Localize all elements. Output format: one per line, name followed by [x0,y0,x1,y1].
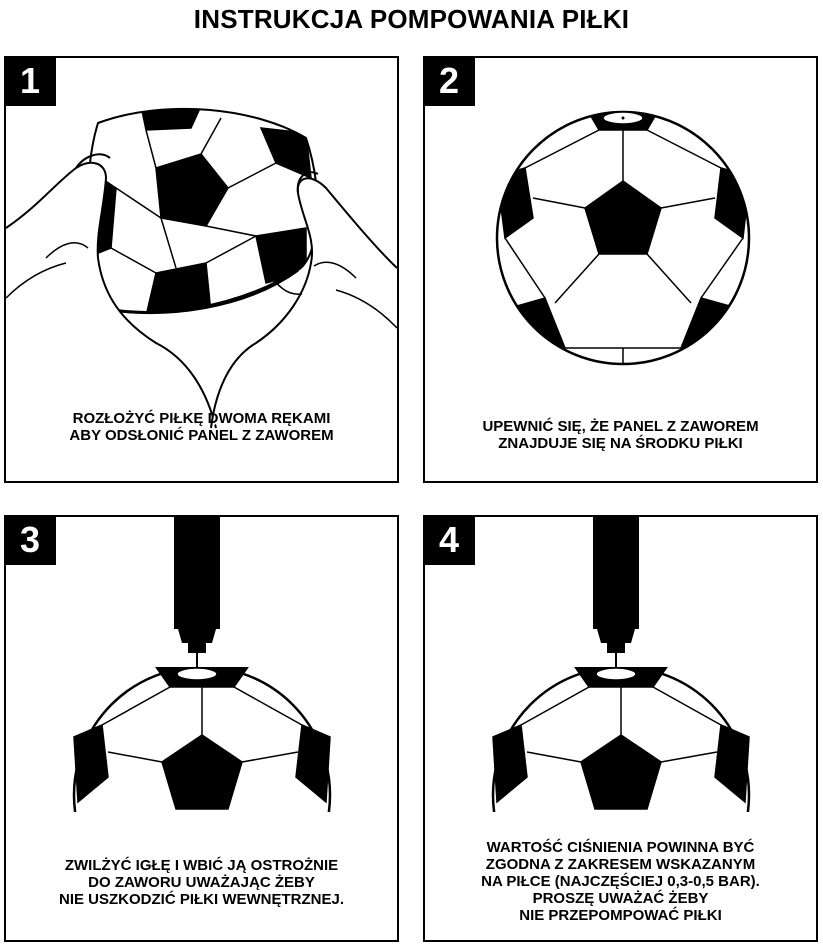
page-title: INSTRUKCJA POMPOWANIA PIŁKI [193,4,630,34]
caption-line: ROZŁOŻYĆ PIŁKĘ DWOMA RĘKAMI [72,410,331,427]
step-4-caption: WARTOŚĆ CIŚNIENIA POWINNA BYĆ ZGODNA Z Z… [425,839,816,924]
step-1-panel: 1 ROZŁOŻYĆ PIŁKĘ DWOMA RĘKAMI ABY ODSŁON… [4,56,399,483]
caption-line: ZGODNA Z ZAKRESEM WSKAZANYM [485,856,756,873]
step-3-caption: ZWILŻYĆ IGŁĘ I WBIĆ JĄ OSTROŻNIE DO ZAWO… [6,857,397,908]
caption-line: NIE PRZEPOMPOWAĆ PIŁKI [519,907,722,924]
caption-line: ZWILŻYĆ IGŁĘ I WBIĆ JĄ OSTROŻNIE [64,857,339,874]
step-4-panel: 4 WARTOŚĆ CIŚNIENIA POWINNA BYĆ ZGODNA Z… [423,515,818,942]
step-number-badge: 2 [425,58,475,106]
hands-spreading-ball-illustration [6,107,397,429]
step-1-caption: ROZŁOŻYĆ PIŁKĘ DWOMA RĘKAMI ABY ODSŁONIĆ… [6,410,397,444]
caption-line: WARTOŚĆ CIŚNIENIA POWINNA BYĆ [486,839,755,856]
step-2-panel: 2 UPEWNIĆ SIĘ, ŻE PANEL Z ZAWOREM ZNAJDU… [423,56,818,483]
needle-into-valve-illustration [72,517,332,812]
pumping-ball-illustration [491,517,751,812]
ball-valve-on-top-illustration [495,110,751,366]
caption-line: PROSZĘ UWAŻAĆ ŻEBY [532,890,709,907]
caption-line: DO ZAWORU UWAŻAJĄC ŻEBY [88,874,315,891]
caption-line: ABY ODSŁONIĆ PANEL Z ZAWOREM [69,427,334,444]
step-3-panel: 3 ZWILŻYĆ IGŁĘ I WBIĆ JĄ OSTROŻNIE DO ZA… [4,515,399,942]
step-number-badge: 1 [6,58,56,106]
caption-line: NIE USZKODZIĆ PIŁKI WEWNĘTRZNEJ. [59,891,344,908]
step-2-caption: UPEWNIĆ SIĘ, ŻE PANEL Z ZAWOREM ZNAJDUJE… [425,418,816,452]
caption-line: ZNAJDUJE SIĘ NA ŚRODKU PIŁKI [498,435,743,452]
step-number-badge: 3 [6,517,56,565]
step-number-badge: 4 [425,517,475,565]
caption-line: NA PIŁCE (NAJCZĘŚCIEJ 0,3-0,5 BAR). [481,873,760,890]
caption-line: UPEWNIĆ SIĘ, ŻE PANEL Z ZAWOREM [482,418,759,435]
